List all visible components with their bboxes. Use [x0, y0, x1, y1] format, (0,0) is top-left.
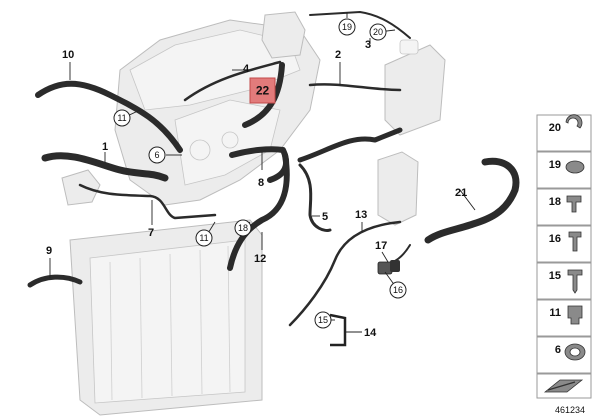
circled-callout-20: 20	[369, 23, 387, 41]
line-5	[298, 163, 332, 232]
legend-item-11: 11	[549, 305, 583, 325]
callout-13: 13	[355, 209, 367, 221]
line-13	[288, 220, 402, 327]
expansion-tank	[384, 39, 446, 136]
legend-item-15: 15	[549, 269, 583, 294]
svg-text:11: 11	[549, 307, 561, 319]
line-2	[308, 83, 402, 92]
line-19	[309, 11, 411, 39]
hose-9	[27, 274, 83, 288]
line-7	[78, 183, 217, 220]
legend-item-20: 20	[549, 114, 583, 134]
connector-17	[390, 260, 400, 272]
bolt-icon	[568, 231, 582, 252]
hose-right-upper	[297, 127, 403, 163]
circled-callout-15: 15	[314, 311, 332, 329]
callout-4: 4	[243, 63, 250, 75]
circled-callout-19: 19	[338, 18, 356, 36]
svg-text:20: 20	[549, 122, 561, 134]
reference-number: 461234	[555, 405, 585, 415]
spring-clamp-icon	[565, 160, 585, 174]
circled-callout-11-lower: 11	[195, 229, 213, 247]
circled-callout-18: 18	[234, 219, 252, 237]
hose-1	[41, 152, 169, 182]
callout-8: 8	[258, 177, 264, 189]
callout-3: 3	[365, 39, 371, 51]
svg-text:20: 20	[373, 27, 383, 37]
svg-text:15: 15	[549, 270, 561, 282]
svg-text:6: 6	[555, 344, 561, 356]
bracket-14	[329, 313, 347, 347]
thermostat-housing	[61, 169, 101, 206]
svg-text:19: 19	[342, 22, 352, 32]
callout-17: 17	[375, 240, 387, 252]
legend-item-19: 19	[549, 159, 585, 174]
auxiliary-water-pump	[377, 151, 419, 226]
hose-21	[424, 157, 520, 244]
svg-text:11: 11	[199, 233, 208, 243]
circled-callout-6: 6	[148, 146, 166, 164]
svg-text:15: 15	[318, 315, 328, 325]
svg-text:16: 16	[393, 285, 403, 295]
reservoir-top	[261, 11, 306, 59]
circled-callout-16: 16	[389, 281, 407, 299]
svg-text:19: 19	[549, 159, 561, 171]
bracket-clip-icon	[566, 195, 582, 213]
svg-text:16: 16	[549, 233, 561, 245]
callout-12: 12	[254, 253, 266, 265]
svg-text:18: 18	[238, 223, 248, 233]
svg-text:11: 11	[117, 113, 126, 123]
svg-text:18: 18	[549, 196, 561, 208]
screw-icon	[567, 269, 583, 294]
callout-10: 10	[62, 49, 74, 61]
svg-text:22: 22	[256, 84, 270, 98]
svg-text:6: 6	[154, 150, 159, 160]
hose-8	[229, 146, 290, 183]
legend-item-6: 6	[555, 343, 586, 361]
hose-12	[227, 152, 290, 271]
callout-5: 5	[322, 211, 328, 223]
callout-9: 9	[46, 245, 52, 257]
callout-2: 2	[335, 49, 341, 61]
circled-callout-11-left: 11	[113, 109, 131, 127]
legend-item-16: 16	[549, 231, 582, 252]
line-4	[183, 60, 282, 102]
callout-14: 14	[364, 327, 377, 339]
callout-21: 21	[455, 187, 467, 199]
hose-clamp-icon	[565, 114, 583, 129]
highlighted-part-22: 22	[249, 77, 276, 104]
callout-1: 1	[102, 141, 108, 153]
legend-arrow	[543, 379, 584, 393]
parts-legend: 20 19 18 16 15 11 6	[536, 114, 592, 399]
radiator	[69, 219, 263, 416]
callout-7: 7	[148, 227, 154, 239]
legend-item-18: 18	[549, 195, 582, 213]
holder-clip-icon	[567, 305, 583, 325]
hose-10	[35, 80, 183, 153]
